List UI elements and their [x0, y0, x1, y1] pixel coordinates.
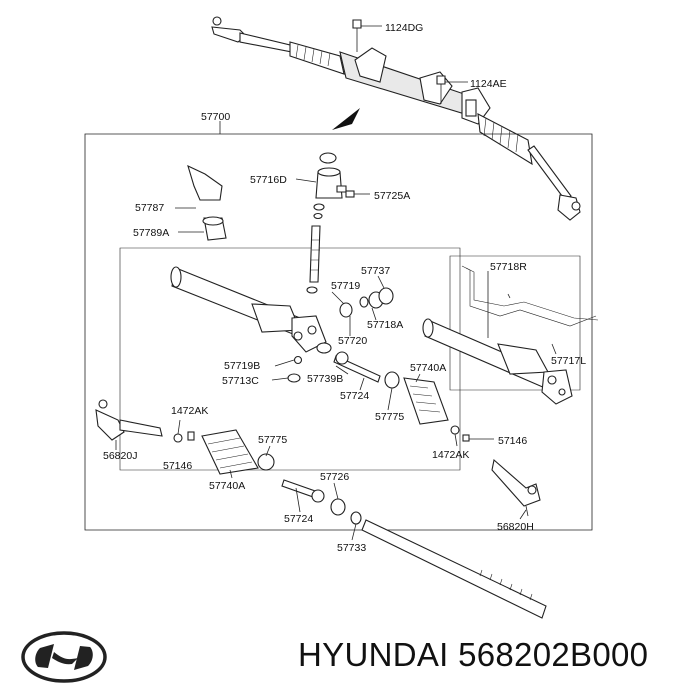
label-57716D: 57716D	[250, 174, 287, 186]
label-57724-right: 57724	[340, 390, 369, 402]
label-57724-left: 57724	[284, 513, 313, 525]
label-1472AK-left: 1472AK	[171, 405, 208, 417]
label-1472AK-right: 1472AK	[432, 449, 469, 461]
label-56820J: 56820J	[103, 450, 137, 462]
label-57146-left: 57146	[163, 460, 192, 472]
label-57720: 57720	[338, 335, 367, 347]
label-57719: 57719	[331, 280, 360, 292]
label-57146-right: 57146	[498, 435, 527, 447]
label-57726: 57726	[320, 471, 349, 483]
label-57733: 57733	[337, 542, 366, 554]
label-57717L: 57717L	[551, 355, 586, 367]
hyundai-logo-icon	[21, 631, 107, 683]
label-57739B: 57739B	[307, 373, 343, 385]
center-parts	[170, 152, 494, 447]
label-leaders	[229, 178, 557, 541]
brand-part-number: HYUNDAI 568202B000	[298, 636, 649, 673]
label-57789A: 57789A	[133, 227, 169, 239]
label-57718R: 57718R	[490, 261, 527, 273]
label-57718A: 57718A	[367, 319, 403, 331]
top-rack-assembly	[211, 16, 581, 221]
label-57725A: 57725A	[374, 190, 410, 202]
tie-rod-end-right	[491, 458, 541, 517]
label-57737: 57737	[361, 265, 390, 277]
label-57787: 57787	[135, 202, 164, 214]
label-57740A-left: 57740A	[209, 480, 245, 492]
part-labels: 1124DG 1124AE 57700 57716D 57725A 57787 …	[103, 22, 586, 554]
label-57775-left: 57775	[258, 434, 287, 446]
label-57713C: 57713C	[222, 375, 259, 387]
label-1124AE: 1124AE	[470, 78, 507, 90]
label-57740A-right: 57740A	[410, 362, 446, 374]
right-housing-parts	[422, 265, 599, 405]
lower-left-parts	[95, 399, 547, 619]
label-57775-right: 57775	[375, 411, 404, 423]
label-56820H: 56820H	[497, 521, 534, 533]
label-57719B: 57719B	[224, 360, 260, 372]
label-1124DG: 1124DG	[385, 22, 423, 34]
label-57700: 57700	[201, 111, 230, 123]
